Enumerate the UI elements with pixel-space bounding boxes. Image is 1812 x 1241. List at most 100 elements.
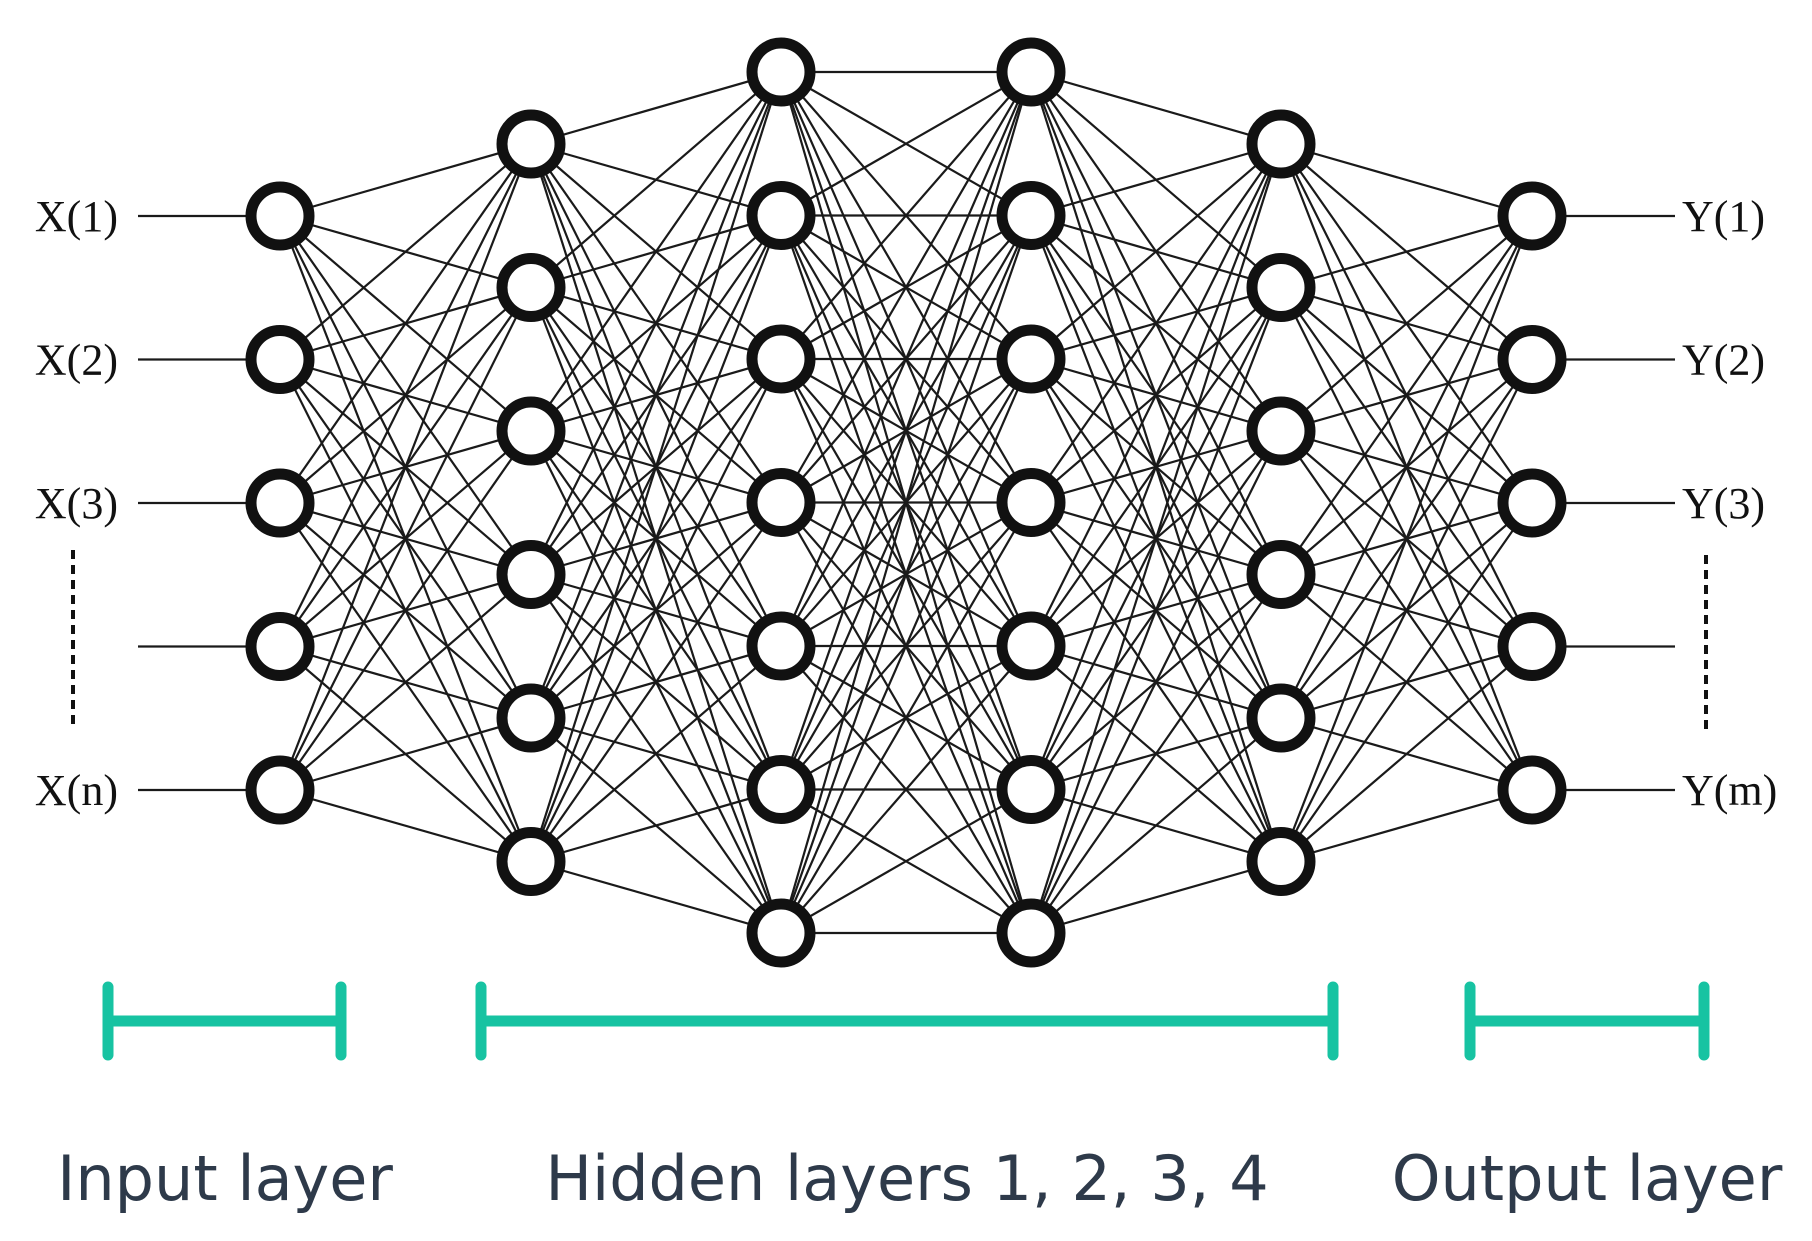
edge-l2-6-7	[530, 860, 782, 935]
edge-l5-6-2	[1280, 359, 1533, 862]
neuron-layer4-node5	[996, 611, 1066, 681]
edge-l1-4-1	[279, 143, 532, 647]
neuron-layer5-node5	[1246, 683, 1316, 753]
edge-l4-1-1	[1030, 70, 1282, 146]
neuron-layer6-node1	[1497, 181, 1567, 251]
neuron-layer5-node3	[1246, 396, 1316, 466]
output-layer-label: Output layer	[1392, 1142, 1783, 1215]
edge-l4-3-1	[1030, 143, 1282, 360]
neuron-layer4-node1	[996, 37, 1066, 107]
edge-l2-6-3	[530, 358, 782, 862]
edge-l1-5-1	[278, 143, 533, 791]
output-label-3: Y(3)	[1682, 479, 1765, 528]
edge-l1-5-5	[279, 716, 532, 792]
edge-l5-6-4	[1280, 645, 1533, 863]
edge-l2-6-2	[529, 215, 783, 862]
input-label-1: X(1)	[35, 192, 118, 241]
edge-l5-2-1	[1280, 214, 1533, 289]
edge-l1-5-2	[279, 287, 532, 791]
input-layer-label: Input layer	[57, 1142, 393, 1215]
edge-l4-2-1	[1030, 142, 1282, 217]
neuron-layer2-node2	[496, 253, 566, 322]
edge-l3-6-1	[779, 71, 1033, 790]
edge-l1-3-1	[279, 143, 532, 504]
hidden-layers-label: Hidden layers 1, 2, 3, 4	[545, 1142, 1268, 1215]
edge-l2-6-1	[529, 71, 783, 862]
edge-l2-2-1	[530, 71, 782, 289]
edge-l5-6-3	[1280, 502, 1533, 863]
edge-l5-4-1	[1280, 215, 1533, 576]
edge-l4-7-3	[1030, 430, 1282, 934]
edge-l3-7-4	[780, 501, 1032, 934]
edge-l3-7-6	[780, 788, 1032, 934]
neuron-layer4-node3	[996, 324, 1066, 394]
edge-l4-6-1	[1029, 143, 1283, 790]
edge-l4-7-5	[1030, 717, 1282, 934]
edge-l1-5-3	[279, 430, 532, 791]
input-label-3: X(3)	[35, 479, 118, 528]
edge-l5-6-5	[1280, 788, 1533, 863]
neuron-layer4-node2	[996, 181, 1066, 250]
edge-l2-6-5	[530, 645, 782, 863]
neuron-layer4-node6	[996, 755, 1066, 824]
neuron-layer1-node2	[245, 325, 315, 394]
edge-l3-7-2	[779, 215, 1033, 934]
neuron-layer3-node6	[746, 755, 816, 824]
neuron-layer1-node4	[245, 612, 315, 681]
output-layer-bracket	[1464, 981, 1710, 1061]
edge-l3-2-1	[780, 71, 1032, 217]
edge-l1-1-1	[279, 142, 532, 218]
edge-l3-3-1	[780, 71, 1032, 360]
output-label-5: Y(m)	[1682, 766, 1777, 815]
edge-l5-1-1	[1280, 142, 1533, 218]
neuron-layer3-node5	[746, 611, 816, 681]
edge-l1-2-1	[279, 143, 532, 361]
neuron-layer5-node6	[1246, 827, 1316, 896]
neuron-layer6-node5	[1497, 755, 1567, 825]
connection-edges	[278, 70, 1534, 935]
edge-l2-4-1	[530, 71, 782, 575]
io-labels: X(1)X(2)X(3)X(n)Y(1)Y(2)Y(3)Y(m)	[35, 192, 1777, 815]
edge-l4-4-1	[1030, 143, 1282, 504]
neuron-layer1-node3	[245, 468, 315, 538]
neuron-layer3-node3	[746, 324, 816, 394]
edge-l2-6-6	[530, 788, 782, 863]
output-label-2: Y(2)	[1682, 336, 1765, 385]
neuron-layer6-node4	[1497, 612, 1567, 681]
edge-l5-3-1	[1280, 215, 1533, 432]
edge-l3-4-1	[780, 71, 1032, 504]
neuron-layer3-node2	[746, 181, 816, 250]
edge-l3-5-1	[779, 71, 1033, 647]
edge-l5-6-1	[1279, 215, 1534, 862]
neuron-layer4-node7	[996, 898, 1066, 968]
neuron-layer2-node6	[496, 827, 566, 896]
edge-l4-7-1	[1029, 143, 1283, 934]
neuron-layer6-node3	[1497, 468, 1567, 538]
input-layer-bracket	[102, 981, 347, 1061]
edge-l3-7-1	[779, 71, 1033, 934]
edge-l3-7-5	[780, 645, 1032, 934]
neuron-layer3-node1	[746, 37, 816, 107]
neuron-nodes	[245, 37, 1567, 968]
edge-l3-7-3	[779, 358, 1033, 934]
neuron-layer2-node3	[496, 396, 566, 466]
edge-l4-5-1	[1030, 143, 1282, 647]
edge-l4-7-6	[1030, 860, 1282, 935]
edge-l4-7-2	[1029, 287, 1283, 934]
neuron-layer2-node5	[496, 683, 566, 753]
edge-l1-5-6	[279, 788, 532, 863]
neuron-layer5-node4	[1246, 540, 1316, 609]
edge-l2-5-1	[529, 71, 783, 719]
neuron-layer2-node4	[496, 540, 566, 609]
io-lines	[138, 214, 1675, 792]
neuron-layer4-node4	[996, 468, 1066, 537]
neuron-layer6-node2	[1497, 325, 1567, 394]
output-label-1: Y(1)	[1682, 192, 1765, 241]
edge-l4-7-4	[1030, 573, 1282, 934]
neuron-layer5-node1	[1246, 109, 1316, 179]
neuron-layer1-node1	[245, 181, 315, 251]
neuron-layer5-node2	[1246, 253, 1316, 322]
neuron-layer1-node5	[245, 755, 315, 825]
input-label-2: X(2)	[35, 336, 118, 385]
